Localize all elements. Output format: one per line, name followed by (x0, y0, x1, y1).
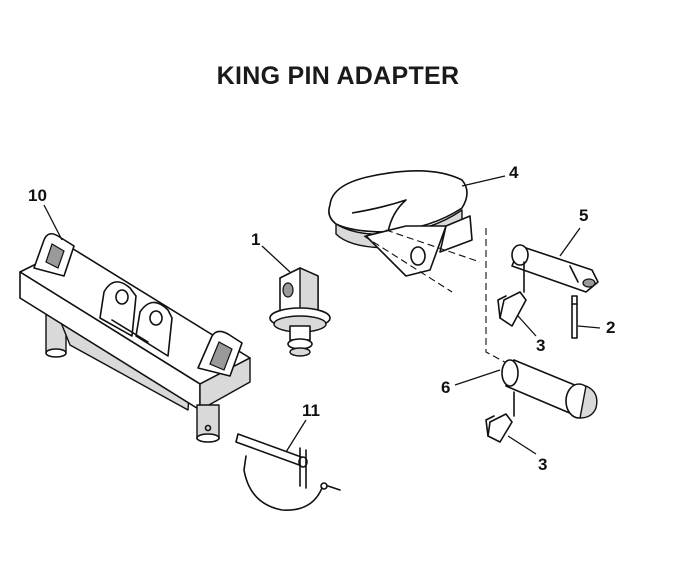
king-pin-part (269, 267, 331, 357)
callout-part-3-lower: 3 (538, 455, 548, 474)
upper-pin-part (511, 244, 599, 293)
callout-part-4: 4 (509, 163, 519, 182)
diagram-title: KING PIN ADAPTER (216, 62, 460, 90)
retaining-clip-upper-part (497, 261, 527, 327)
leader-lines (43, 175, 601, 455)
fifth-wheel-plate-part (328, 170, 481, 293)
base-frame-part (19, 232, 251, 443)
callout-part-1: 1 (251, 230, 261, 249)
callout-part-2: 2 (606, 318, 616, 337)
callout-part-6: 6 (441, 378, 451, 397)
small-pin-part (571, 295, 578, 339)
callout-part-10: 10 (28, 186, 47, 205)
callout-part-3-upper: 3 (536, 336, 546, 355)
callout-part-5: 5 (579, 206, 589, 225)
retaining-clip-lower-part (485, 391, 515, 443)
callout-part-11: 11 (302, 401, 320, 420)
lower-pin-part (501, 359, 598, 419)
rod-with-cable-part (235, 433, 341, 511)
